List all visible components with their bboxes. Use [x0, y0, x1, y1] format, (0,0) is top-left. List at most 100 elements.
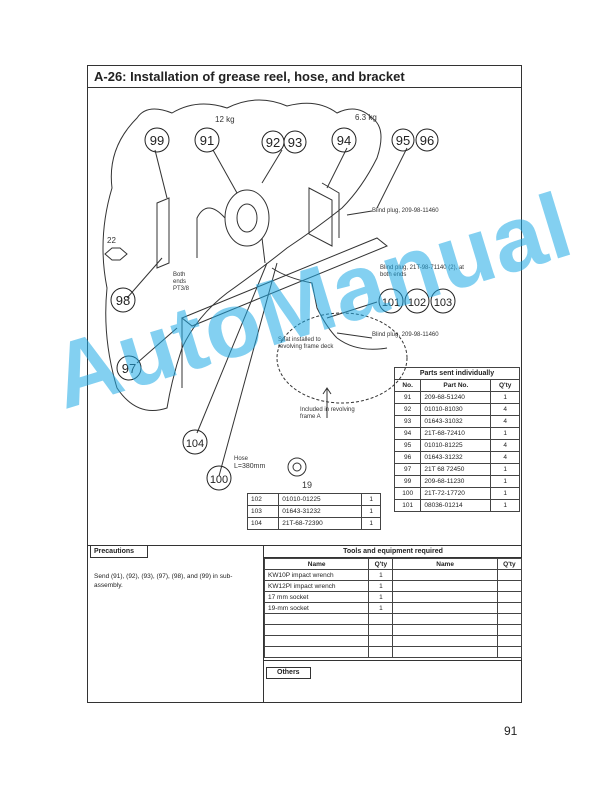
svg-text:100: 100 — [210, 474, 228, 486]
parts-cell: 97 — [393, 463, 422, 476]
label-blind-plug-2: Blind plug, 21T-98-71140 (2), at both en… — [380, 265, 464, 278]
tools-cell — [368, 635, 394, 647]
precautions-text: Send (91), (92), (93), (97), (98), and (… — [94, 573, 233, 589]
hose-label: Hose — [234, 456, 249, 462]
sub-parts-cell: 21T-68-72390 — [278, 517, 363, 530]
svg-text:102: 102 — [408, 297, 426, 309]
tools-cell — [496, 624, 523, 636]
parts-cell: 4 — [490, 451, 520, 464]
tools-cell: KW12PI impact wrench — [263, 580, 370, 592]
sub-parts-cell: 1 — [361, 493, 381, 506]
tools-row — [263, 613, 523, 625]
parts-cell: 21T-68-72410 — [420, 427, 492, 440]
callout-101: 101 — [378, 288, 404, 314]
page-number: 91 — [504, 724, 518, 738]
svg-text:101: 101 — [382, 297, 400, 309]
parts-cell: 01643-31032 — [420, 415, 492, 428]
svg-text:92: 92 — [266, 135, 280, 150]
svg-text:97: 97 — [122, 361, 136, 376]
parts-cell: 1 — [490, 391, 520, 404]
parts-cell: 01643-31232 — [420, 451, 492, 464]
parts-header-qty: Q'ty — [490, 379, 520, 392]
tools-cell — [496, 613, 523, 625]
sub-parts-cell: 103 — [246, 505, 280, 518]
callout-91: 91 — [194, 127, 220, 153]
title-bar: A-26: Installation of grease reel, hose,… — [88, 66, 521, 88]
callout-100: 100 — [206, 465, 232, 491]
callout-97: 97 — [116, 355, 142, 381]
parts-cell: 100 — [393, 487, 422, 500]
parts-cell: 01010-81030 — [420, 403, 492, 416]
parts-table-caption: Parts sent individually — [394, 367, 520, 379]
callout-96: 96 — [415, 128, 439, 152]
tools-cell: 1 — [368, 580, 394, 592]
svg-text:91: 91 — [200, 133, 214, 148]
dim-22: 22 — [107, 236, 116, 245]
tools-cell — [392, 580, 498, 592]
tools-row — [263, 624, 523, 636]
parts-cell: 94 — [393, 427, 422, 440]
tools-cell — [263, 613, 370, 625]
weight-bracket: 6.3 kg — [355, 113, 377, 122]
svg-text:94: 94 — [337, 133, 351, 148]
tools-cell — [392, 646, 498, 658]
tools-cell: 1 — [368, 569, 394, 581]
callout-93: 93 — [283, 130, 307, 154]
callout-99: 99 — [144, 127, 170, 153]
callout-103: 103 — [430, 288, 456, 314]
callout-94: 94 — [331, 127, 357, 153]
others-box: Others — [264, 660, 522, 704]
tools-cell — [496, 646, 523, 658]
parts-cell: 92 — [393, 403, 422, 416]
parts-cell: 1 — [490, 499, 520, 512]
parts-cell: 21T-72-17720 — [420, 487, 492, 500]
tools-cell — [392, 569, 498, 581]
label-seat: Seat installed to revolving frame deck — [278, 337, 334, 350]
parts-cell: 96 — [393, 451, 422, 464]
tools-header-name-1: Name — [263, 558, 370, 570]
parts-cell: 1 — [490, 475, 520, 488]
parts-cell: 4 — [490, 439, 520, 452]
tools-title: Tools and equipment required — [264, 546, 522, 558]
tools-cell: 19-mm socket — [263, 602, 370, 614]
sub-parts-cell: 1 — [361, 517, 381, 530]
label-blind-plug-1: Blind plug, 209-98-11460 — [372, 208, 439, 214]
support-bracket — [308, 187, 333, 247]
tools-cell — [263, 624, 370, 636]
callout-104: 104 — [182, 429, 208, 455]
tools-cell — [392, 635, 498, 647]
svg-text:103: 103 — [434, 297, 452, 309]
svg-text:96: 96 — [420, 133, 434, 148]
parts-cell: 21T 68 72450 — [420, 463, 492, 476]
sub-parts-cell: 104 — [246, 517, 280, 530]
svg-text:98: 98 — [116, 293, 130, 308]
tools-cell: 1 — [368, 591, 394, 603]
sub-parts-cell: 01643-31232 — [278, 505, 363, 518]
tools-cell — [496, 591, 523, 603]
label-both-ends: Both ends PT3/8 — [173, 272, 190, 292]
sub-parts-cell: 01010-01225 — [278, 493, 363, 506]
reel-bracket — [156, 197, 170, 269]
others-label: Others — [266, 667, 311, 679]
parts-cell: 101 — [393, 499, 422, 512]
parts-cell: 08036-01214 — [420, 499, 492, 512]
callout-102: 102 — [404, 288, 430, 314]
label-blind-plug-3: Blind plug, 209-98-11460 — [372, 332, 439, 338]
tools-cell — [368, 624, 394, 636]
